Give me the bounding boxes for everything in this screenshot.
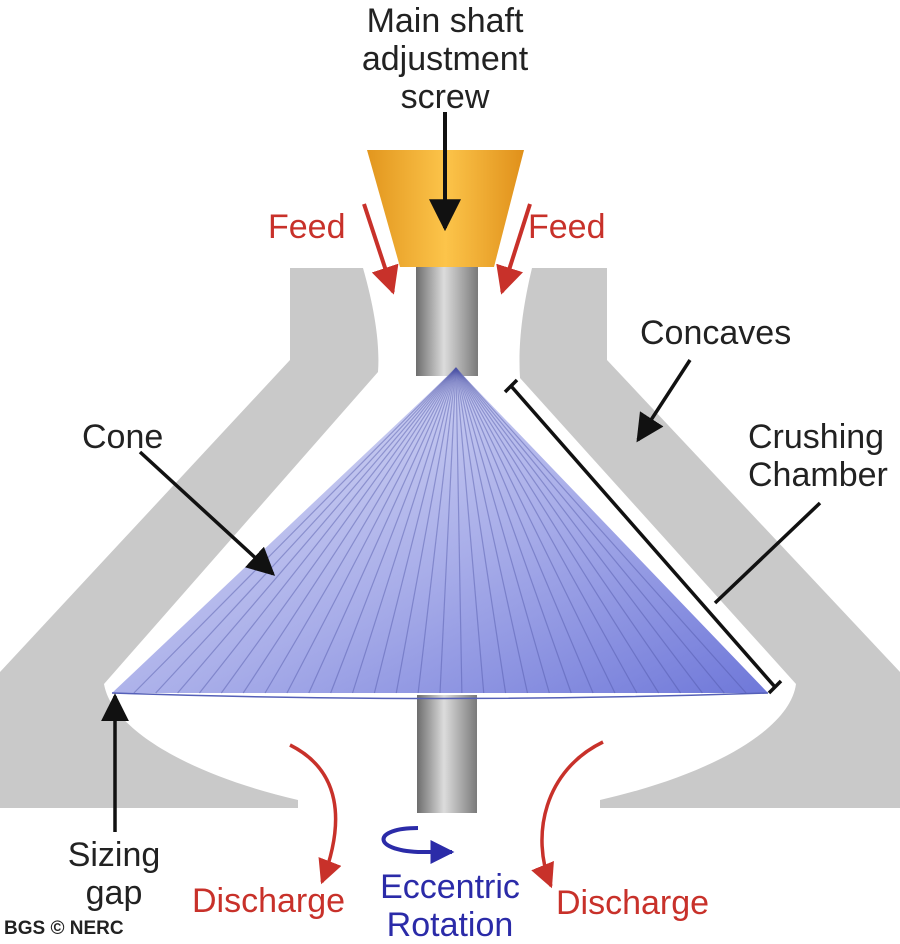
eccentric-rotation-label-line-1: Eccentric: [370, 868, 530, 906]
discharge-right-label: Discharge: [556, 884, 709, 922]
concaves-label: Concaves: [640, 314, 791, 352]
discharge-left-arrow: [290, 745, 336, 882]
screw-label-line-3: screw: [335, 78, 555, 116]
screw-label-line-2: adjustment: [335, 40, 555, 78]
screw-label-line-1: Main shaft: [335, 2, 555, 40]
cone-label: Cone: [82, 418, 163, 456]
eccentric-rotation-label-line-2: Rotation: [370, 906, 530, 944]
crushing-chamber-label-line-2: Chamber: [748, 456, 888, 494]
lower-shaft: [417, 695, 477, 813]
eccentric-rotation-arrow: [384, 828, 453, 852]
credit-text: BGS © NERC: [4, 918, 124, 940]
sizing-gap-label-line-2: gap: [54, 874, 174, 912]
discharge-left-label: Discharge: [192, 882, 345, 920]
crushing-chamber-label: Crushing Chamber: [748, 418, 888, 494]
sizing-gap-label: Sizing gap: [54, 836, 174, 912]
upper-shaft: [416, 264, 478, 376]
discharge-right-arrow: [542, 742, 603, 886]
screw-label: Main shaft adjustment screw: [335, 2, 555, 116]
eccentric-rotation-label: Eccentric Rotation: [370, 868, 530, 944]
sizing-gap-label-line-1: Sizing: [54, 836, 174, 874]
crushing-chamber-label-line-1: Crushing: [748, 418, 888, 456]
feed-right-label: Feed: [528, 208, 606, 246]
feed-left-label: Feed: [268, 208, 346, 246]
